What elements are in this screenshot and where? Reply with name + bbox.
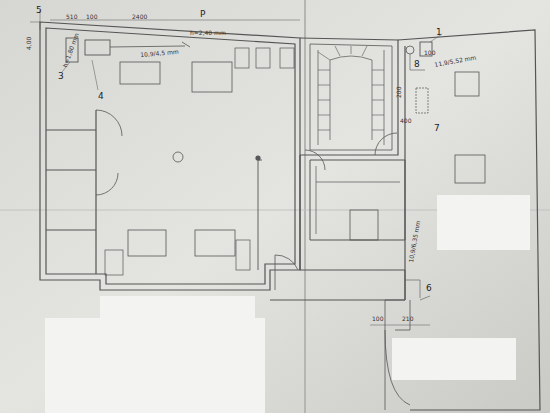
dimension-label: 4,00 xyxy=(26,37,32,50)
dimension-label: h=2,40 mm xyxy=(190,30,226,36)
callout-number: 5 xyxy=(36,6,42,15)
callout-number: 7 xyxy=(434,124,440,133)
callout-number: 1 xyxy=(436,28,442,37)
callout-number: 4 xyxy=(98,92,104,101)
dimension-label: 2400 xyxy=(132,14,147,20)
dimension-label: 200 xyxy=(396,87,402,98)
callout-number: Р xyxy=(200,10,205,19)
dimension-label: 100 xyxy=(372,316,383,322)
dimension-label: 510 xyxy=(66,14,77,20)
dimension-label: 210 xyxy=(402,316,413,322)
callout-number: 8 xyxy=(414,60,420,69)
callout-number: 3 xyxy=(58,72,64,81)
callout-number: 6 xyxy=(426,284,432,293)
dimension-label: 400 xyxy=(400,118,411,124)
dimension-label: 100 xyxy=(86,14,97,20)
dimension-label: 100 xyxy=(424,50,435,56)
